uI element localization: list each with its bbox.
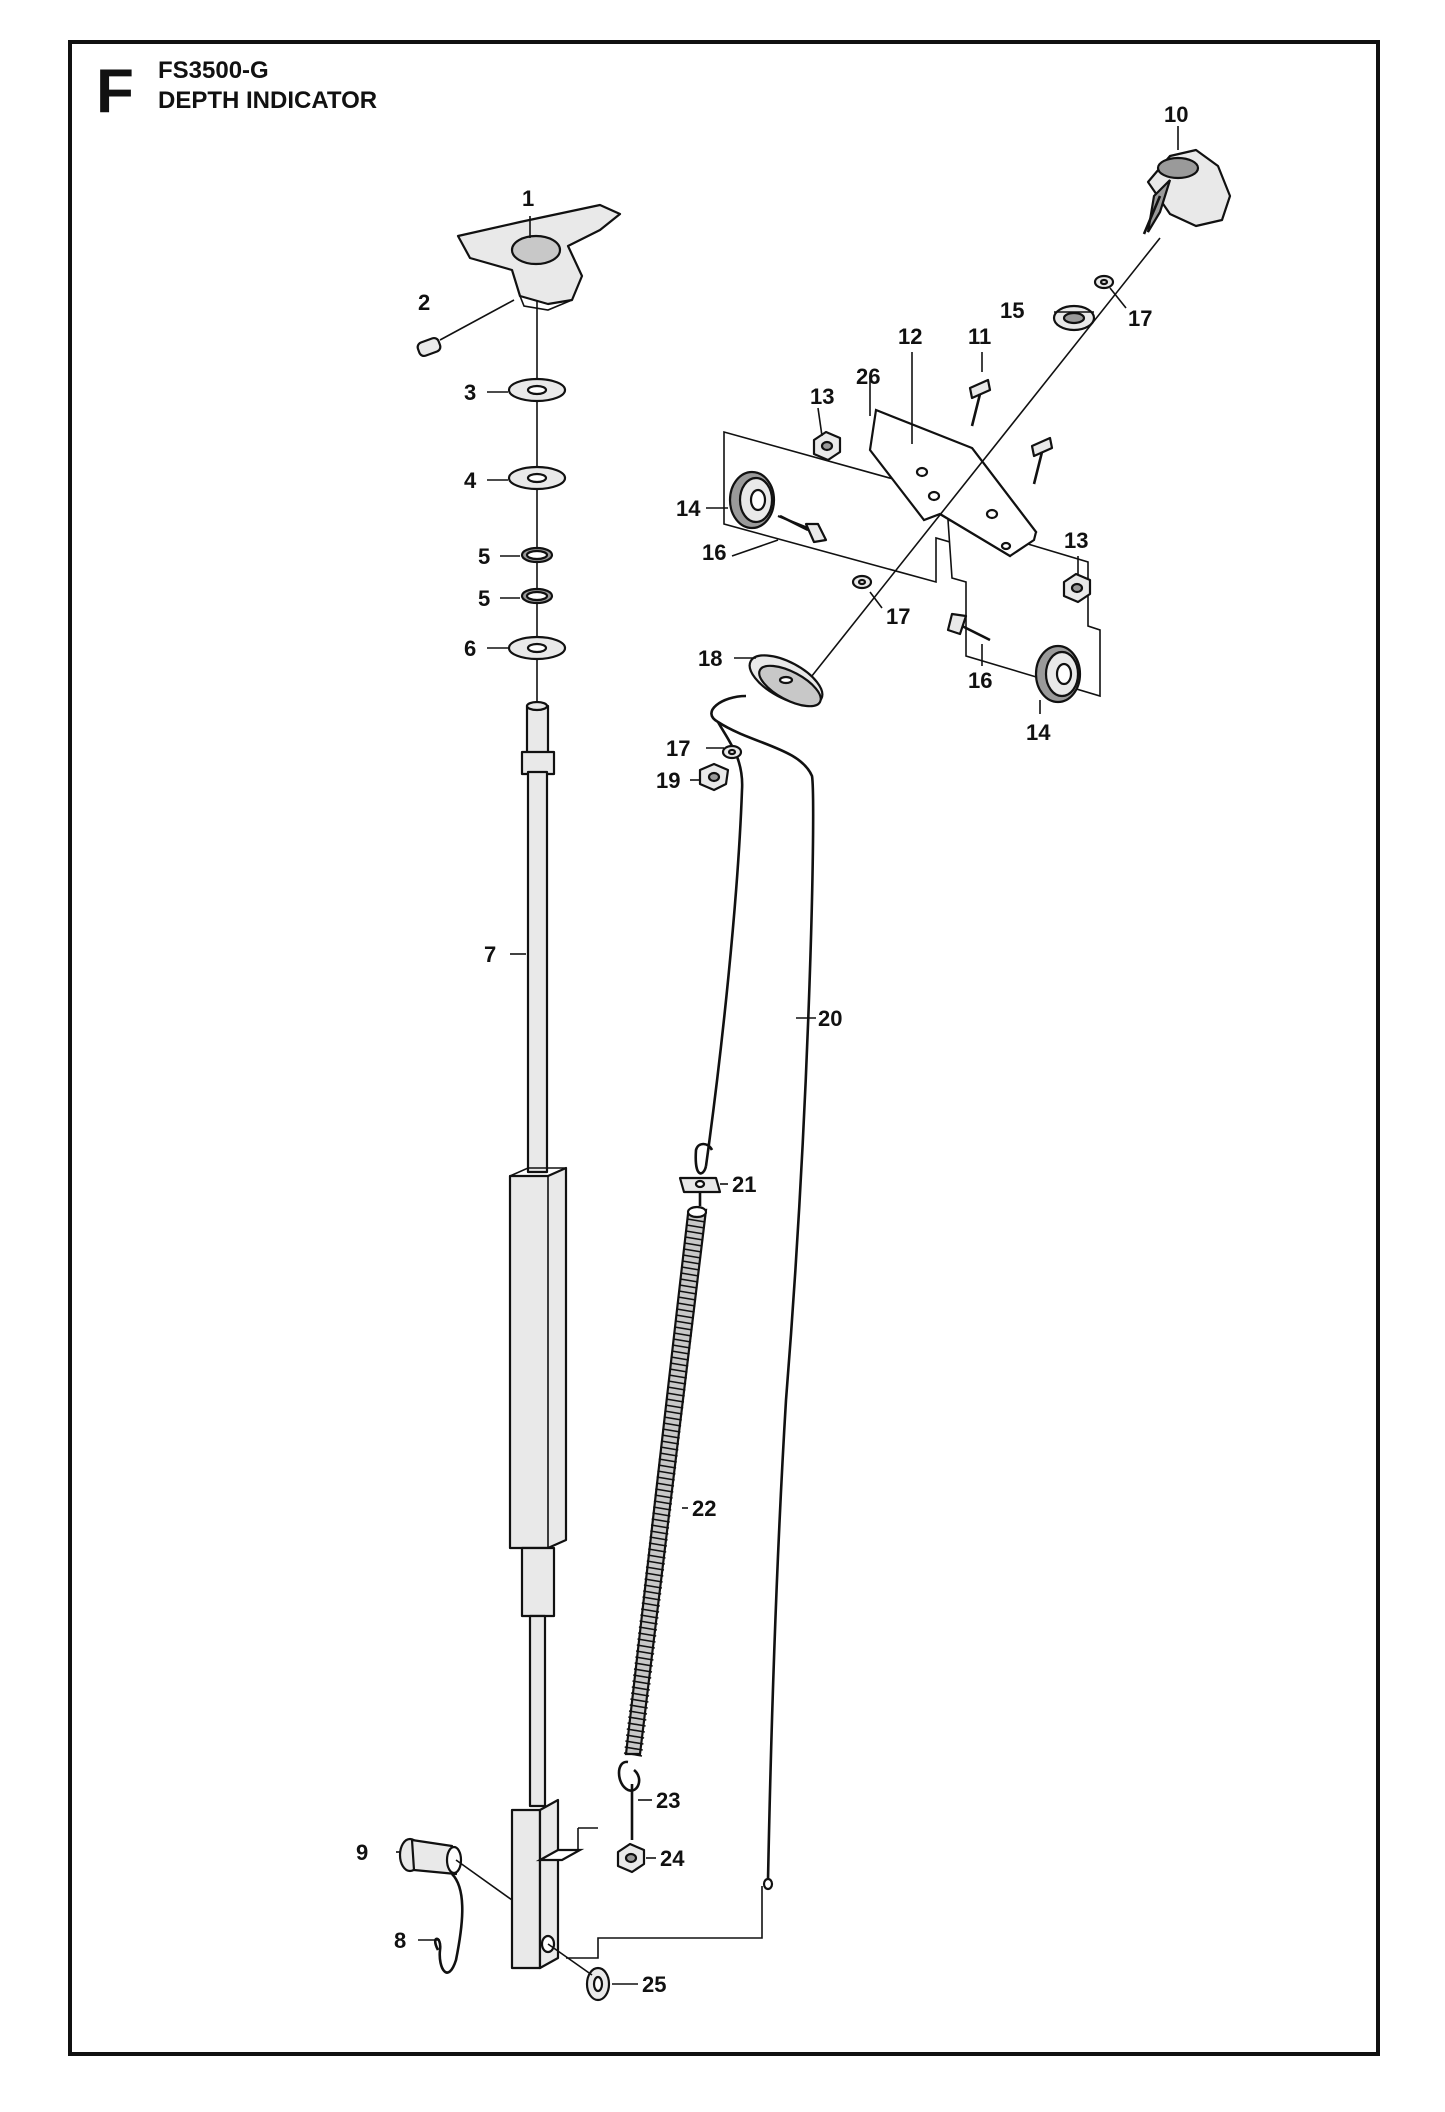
callout-1: 1 xyxy=(522,186,534,211)
washer-part-6 xyxy=(507,635,567,661)
callout-22: 22 xyxy=(692,1496,716,1521)
callout-6: 6 xyxy=(464,636,476,661)
cable-hook xyxy=(694,1142,714,1175)
callout-labels: 1 2 3 4 5 5 6 7 8 9 10 11 12 13 13 14 14… xyxy=(356,102,1188,1997)
callout-19: 19 xyxy=(656,768,680,793)
screw-part-11b xyxy=(1030,436,1054,485)
clevis-pin-part-9 xyxy=(398,1837,513,1901)
callout-17b: 17 xyxy=(886,604,910,629)
callout-4: 4 xyxy=(464,468,477,493)
callout-26: 26 xyxy=(856,364,880,389)
nut-part-24 xyxy=(616,1842,646,1874)
callout-8: 8 xyxy=(394,1928,406,1953)
callout-23: 23 xyxy=(656,1788,680,1813)
callout-14b: 14 xyxy=(1026,720,1051,745)
washer-part-4 xyxy=(507,465,567,491)
hook-part-23 xyxy=(617,1760,641,1840)
rod-part-7 xyxy=(508,700,568,1808)
screw-part-11 xyxy=(968,378,992,427)
screw-part-16-left xyxy=(777,514,828,544)
washer-part-3 xyxy=(507,377,567,403)
washer-part-17-low xyxy=(721,744,743,760)
sleeve-part-15 xyxy=(1052,304,1096,332)
diagram-frame xyxy=(68,40,1380,2056)
washer-part-25 xyxy=(547,1943,611,2002)
pulley-part-14-left xyxy=(728,470,776,530)
callout-17c: 17 xyxy=(666,736,690,761)
callout-24: 24 xyxy=(660,1846,685,1871)
callout-7: 7 xyxy=(484,942,496,967)
callout-25: 25 xyxy=(642,1972,666,1997)
callout-5b: 5 xyxy=(478,586,490,611)
clamp-part-21 xyxy=(678,1176,722,1206)
callout-21: 21 xyxy=(732,1172,756,1197)
callout-9: 9 xyxy=(356,1840,368,1865)
base-bracket xyxy=(510,1798,598,1970)
callout-12: 12 xyxy=(898,324,922,349)
screw-part-16-right xyxy=(946,612,991,642)
washer-part-17-top xyxy=(1093,274,1115,290)
pulley-part-18 xyxy=(748,654,824,708)
callout-2: 2 xyxy=(418,290,430,315)
callout-16b: 16 xyxy=(968,668,992,693)
callout-14a: 14 xyxy=(676,496,701,521)
ring-part-5b xyxy=(520,587,554,605)
nut-part-13-right xyxy=(1062,572,1092,604)
callout-13b: 13 xyxy=(1064,528,1088,553)
callout-20: 20 xyxy=(818,1006,842,1031)
cable-base-link xyxy=(566,1886,763,1959)
pulley-part-14-right xyxy=(1034,644,1082,704)
washer-part-17-mid xyxy=(851,574,873,590)
callout-18: 18 xyxy=(698,646,722,671)
model-number: FS3500-G xyxy=(158,57,269,84)
section-letter: F xyxy=(96,57,134,126)
callout-3: 3 xyxy=(464,380,476,405)
ring-part-5a xyxy=(520,546,554,564)
callout-16a: 16 xyxy=(702,540,726,565)
callout-10: 10 xyxy=(1164,102,1188,127)
callout-11: 11 xyxy=(968,324,991,349)
pin-part-2 xyxy=(416,299,515,358)
diagram-title: DEPTH INDICATOR xyxy=(158,87,377,114)
callout-leaders xyxy=(396,126,1179,1985)
cable-part-20 xyxy=(710,694,815,1881)
t-knob-part-1 xyxy=(456,203,622,311)
callout-5a: 5 xyxy=(478,544,490,569)
main-axis-line xyxy=(795,237,1161,697)
nut-part-13-left xyxy=(812,430,842,462)
callout-13a: 13 xyxy=(810,384,834,409)
cable-end-fitting xyxy=(762,1877,774,1891)
callout-15: 15 xyxy=(1000,298,1024,323)
knob-part-10 xyxy=(1142,148,1232,235)
nut-part-19 xyxy=(698,762,730,792)
spring-part-22 xyxy=(623,1205,708,1757)
callout-17a: 17 xyxy=(1128,306,1152,331)
r-clip-part-8 xyxy=(433,1873,464,1974)
